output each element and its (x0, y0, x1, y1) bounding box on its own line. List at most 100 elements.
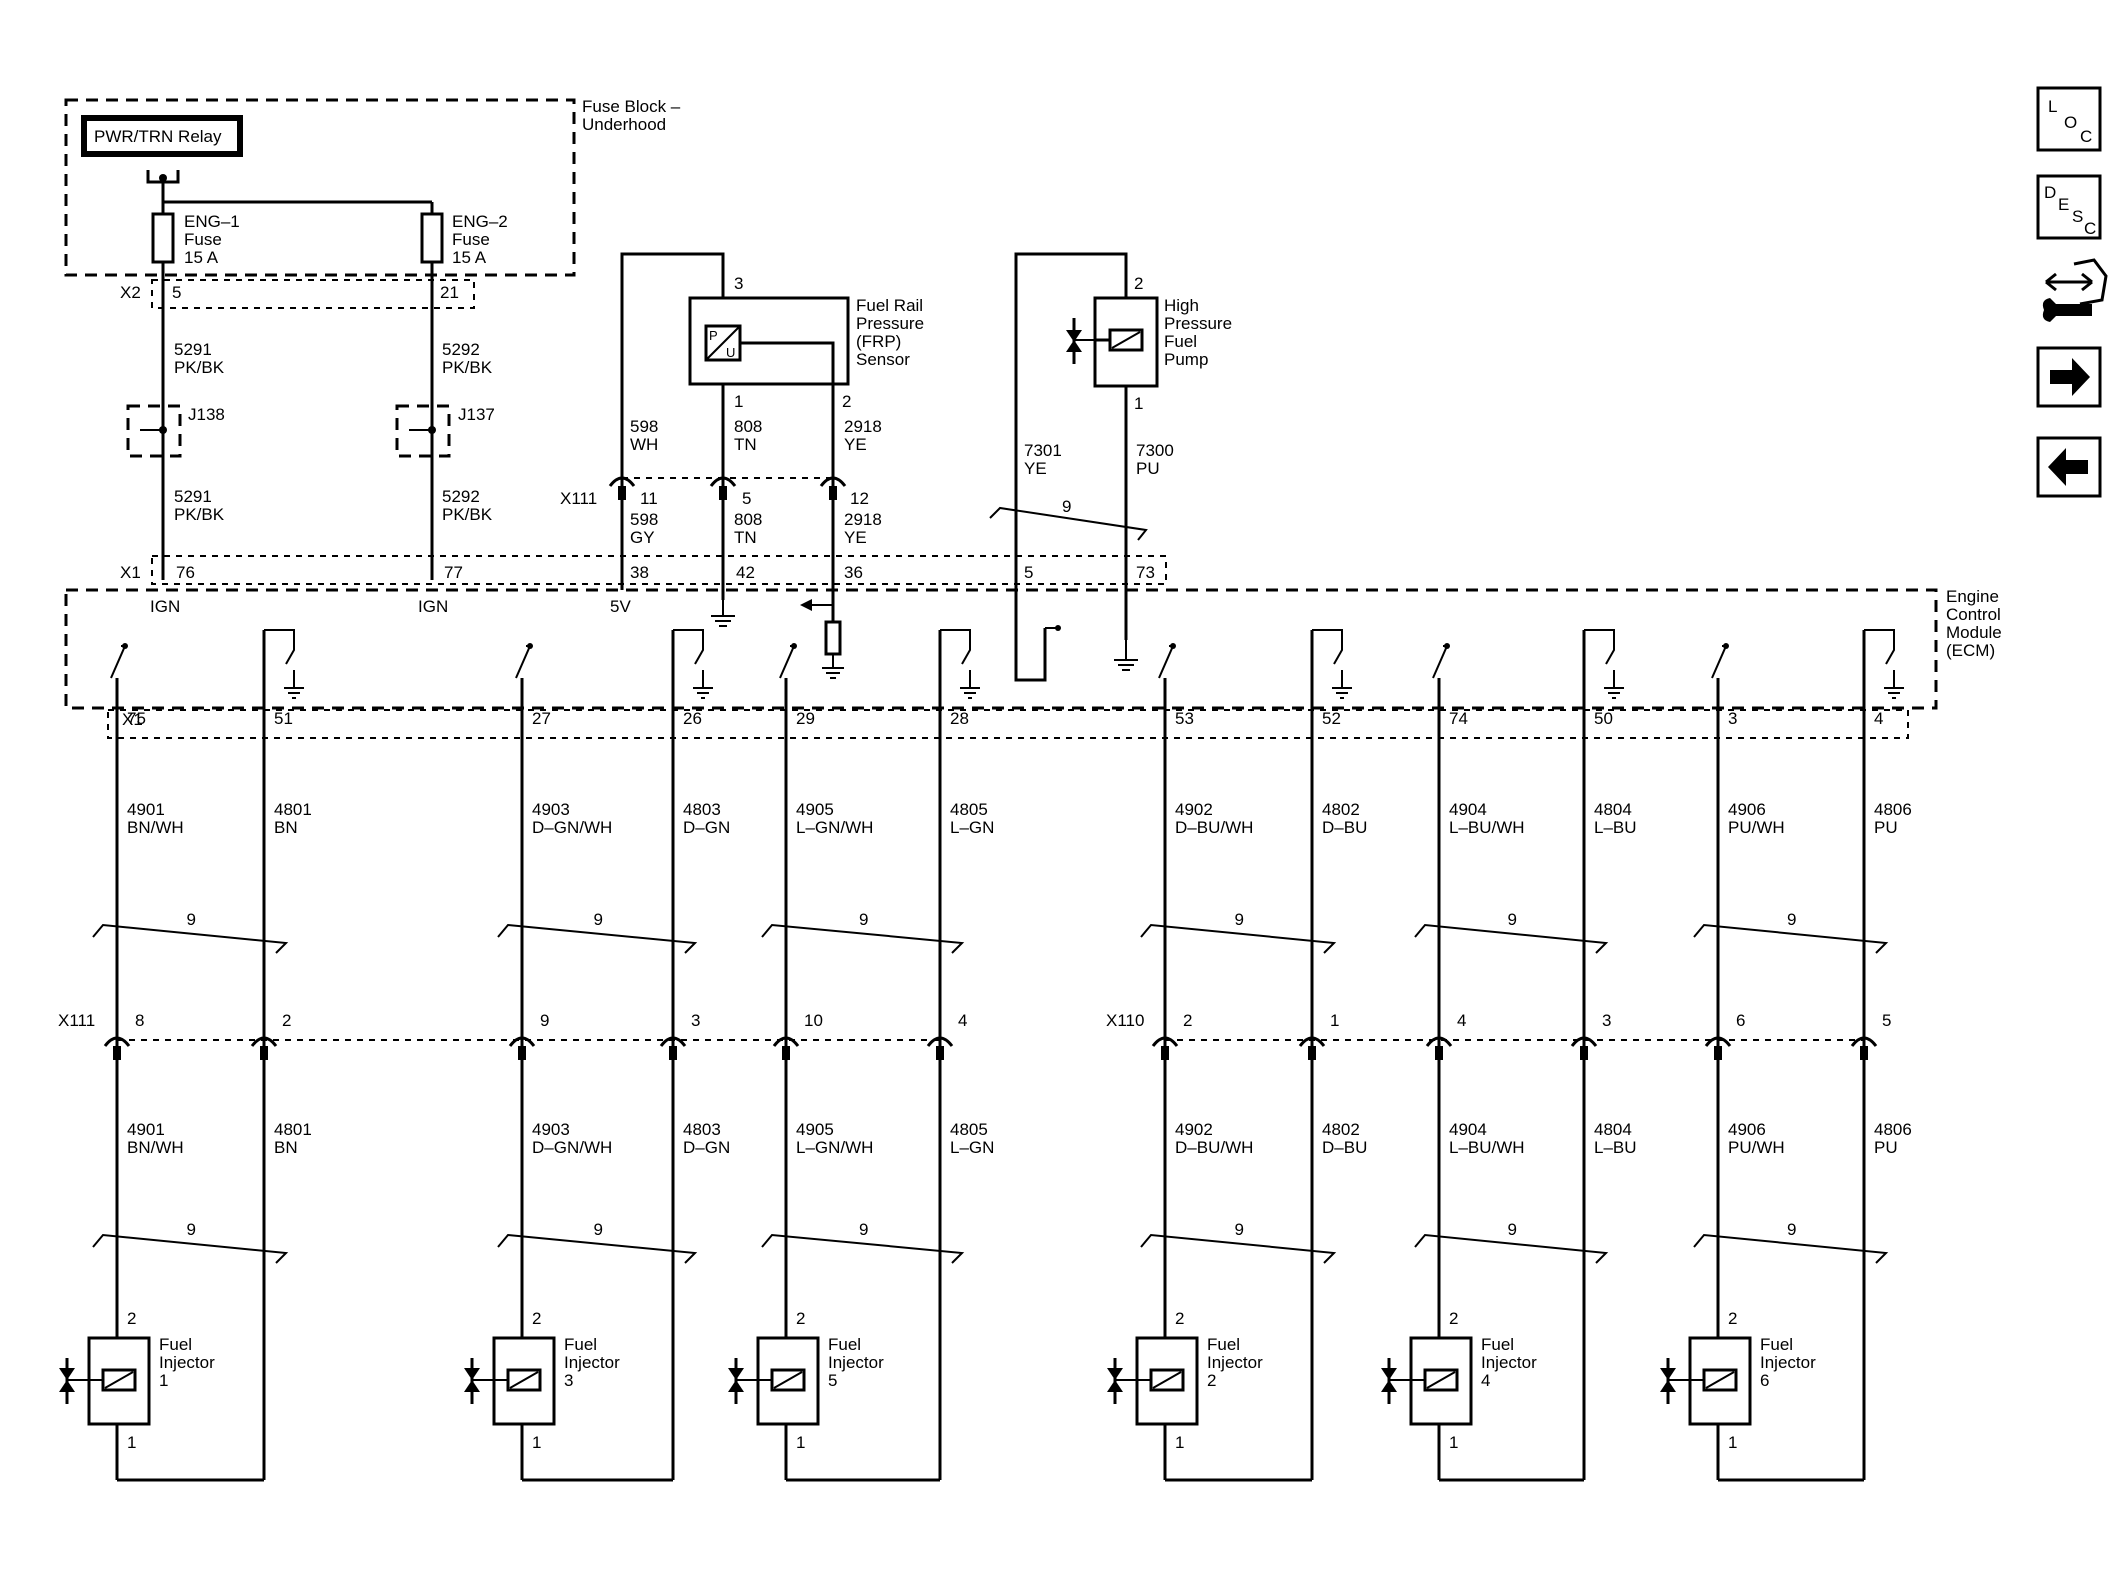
injector-label: Fuel (1760, 1335, 1793, 1354)
fuse-eng-2: ENG–2 Fuse 15 A (420, 202, 508, 267)
injector-pin-label: 1 (127, 1433, 136, 1452)
description-button[interactable]: D E S C (2036, 174, 2102, 240)
connector-pin-label: 3 (1602, 1011, 1611, 1030)
injector-pin-label: 2 (1175, 1309, 1184, 1328)
next-page-button[interactable] (2036, 346, 2102, 408)
svg-text:2918: 2918 (844, 510, 882, 529)
ecm-pin-label: 3 (1728, 709, 1737, 728)
connector-pin-label: 1 (1330, 1011, 1339, 1030)
wire-label: 4803 (683, 1120, 721, 1139)
svg-text:598: 598 (630, 417, 658, 436)
twisted-pair-marker (1693, 1233, 1889, 1264)
svg-text:2: 2 (842, 392, 851, 411)
twisted-pair-marker (92, 1233, 289, 1264)
connector-pin-label: 3 (691, 1011, 700, 1030)
svg-text:15 A: 15 A (184, 248, 219, 267)
connector-pin (1714, 1046, 1722, 1060)
connector-pin (1435, 1046, 1443, 1060)
driver-switch-arm (1711, 645, 1727, 679)
twist-label: 9 (1787, 910, 1796, 929)
wire-2918-upper (740, 341, 835, 480)
wire-label: D–BU (1322, 1138, 1367, 1157)
wire-label: 4801 (274, 1120, 312, 1139)
twist-label: 9 (1508, 910, 1517, 929)
svg-text:TN: TN (734, 528, 757, 547)
valve-arrow-icon (1107, 1380, 1123, 1392)
svg-text:X1: X1 (122, 710, 143, 729)
hp-pump-wire-labels: 7301 YE 7300 PU (1024, 441, 1174, 478)
location-button[interactable]: L O C (2036, 86, 2102, 152)
injector-label: Fuel (1481, 1335, 1514, 1354)
injector-label: Injector (1481, 1353, 1537, 1372)
wire-label: 4906 (1728, 800, 1766, 819)
ecm-pin-label: 74 (1449, 709, 1468, 728)
return-switch (264, 629, 295, 665)
arrow-right-icon (2050, 358, 2090, 396)
svg-text:5V: 5V (610, 597, 631, 616)
valve-arrow-icon (1660, 1368, 1676, 1380)
wire-7301 (1014, 252, 1128, 682)
connector-pin (518, 1046, 526, 1060)
svg-text:Fuse: Fuse (184, 230, 222, 249)
svg-text:D: D (2044, 183, 2056, 202)
injector-pin-label: 1 (796, 1433, 805, 1452)
previous-page-button[interactable] (2036, 436, 2102, 498)
wire-label: 4904 (1449, 800, 1487, 819)
connector-pin-label: 2 (282, 1011, 291, 1030)
svg-text:S: S (2072, 207, 2083, 226)
twisted-pair-marker (1414, 1233, 1609, 1264)
injector-coil-slash (509, 1371, 539, 1389)
svg-text:5: 5 (742, 489, 751, 508)
svg-text:38: 38 (630, 563, 649, 582)
injector-label: Fuel (564, 1335, 597, 1354)
injector-pin-label: 1 (532, 1433, 541, 1452)
svg-text:598: 598 (630, 510, 658, 529)
svg-text:PK/BK: PK/BK (442, 505, 493, 524)
injector-label: 3 (564, 1371, 573, 1390)
twist-label: 9 (1787, 1220, 1796, 1239)
twisted-pair-marker (1693, 923, 1889, 954)
connector-pin-label: 10 (804, 1011, 823, 1030)
ecm-pin-label: 28 (950, 709, 969, 728)
svg-text:ENG–2: ENG–2 (452, 212, 508, 231)
frp-wire-labels-upper: 598 WH 808 TN 2918 YE (630, 417, 882, 454)
svg-text:Engine: Engine (1946, 587, 1999, 606)
fuse-block-subtitle: Underhood (582, 115, 666, 134)
wire-label: D–BU/WH (1175, 1138, 1253, 1157)
wire-label: 4806 (1874, 1120, 1912, 1139)
svg-text:1: 1 (1134, 394, 1143, 413)
svg-text:Control: Control (1946, 605, 2001, 624)
wire-label: L–BU/WH (1449, 818, 1525, 837)
wire-label: L–BU (1594, 1138, 1637, 1157)
connector-pin (936, 1046, 944, 1060)
valve-arrow-icon (464, 1380, 480, 1392)
valve-arrow-icon (728, 1380, 744, 1392)
wire-label: PU/WH (1728, 818, 1785, 837)
connector-service-icon[interactable] (2042, 258, 2108, 322)
wire-label: L–GN/WH (796, 818, 873, 837)
svg-text:Fuse: Fuse (452, 230, 490, 249)
injector-pin-label: 1 (1175, 1433, 1184, 1452)
connector-terminal (772, 1036, 800, 1047)
ecm-pin-label: 26 (683, 709, 702, 728)
svg-text:High: High (1164, 296, 1199, 315)
wire-label-5291-upper: 5291 PK/BK (174, 340, 225, 377)
twist-label: 9 (1235, 910, 1244, 929)
wire-label: D–GN (683, 818, 730, 837)
twisted-pair-marker (1140, 923, 1337, 954)
wire-label: 4902 (1175, 800, 1213, 819)
svg-text:5291: 5291 (174, 340, 212, 359)
connector-terminal (250, 1036, 278, 1047)
svg-text:Pressure: Pressure (1164, 314, 1232, 333)
wire-label: PU (1874, 1138, 1898, 1157)
connector-terminal (103, 1036, 131, 1047)
twist-label: 9 (859, 910, 868, 929)
injector-pin-label: 2 (1728, 1309, 1737, 1328)
injector-pin-label: 1 (1728, 1433, 1737, 1452)
injector-label: Injector (564, 1353, 620, 1372)
wire-label: L–BU (1594, 818, 1637, 837)
svg-text:21: 21 (440, 283, 459, 302)
